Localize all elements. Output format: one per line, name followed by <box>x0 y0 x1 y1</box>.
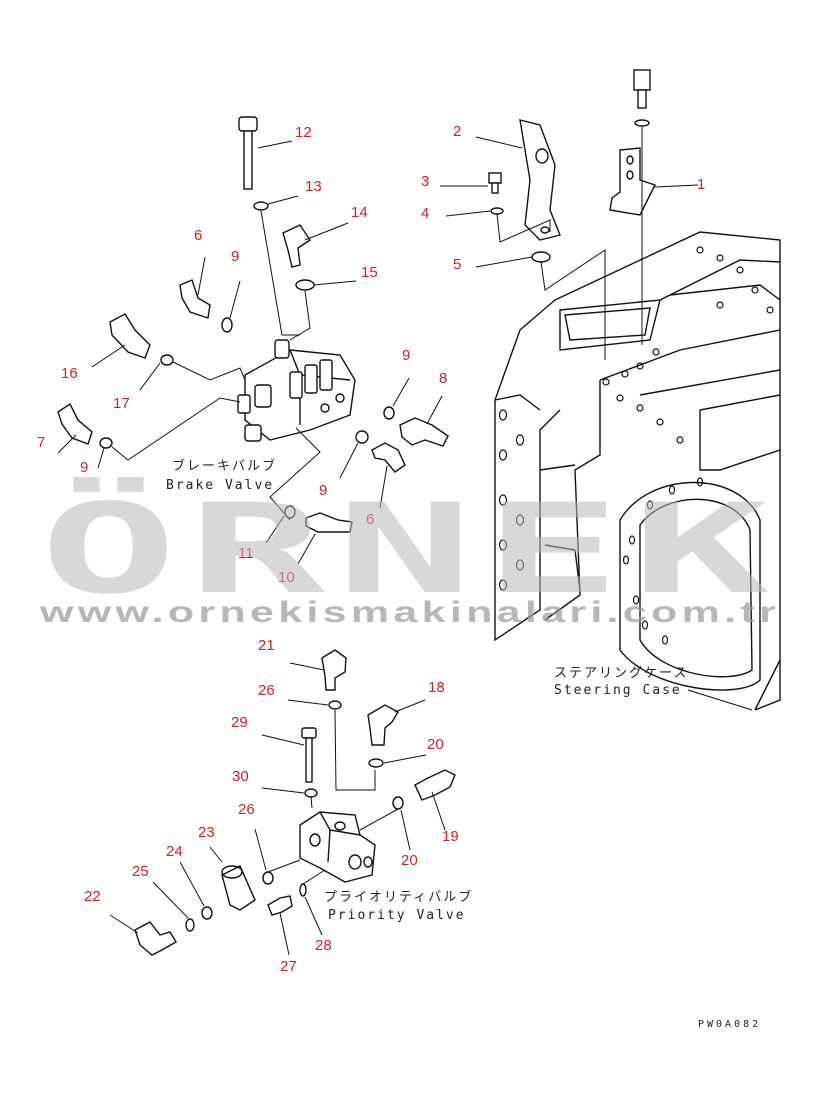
callout-2: 2 <box>453 123 461 140</box>
callout-9-left: 9 <box>80 459 88 476</box>
callout-28: 28 <box>315 937 332 954</box>
callout-3: 3 <box>421 173 429 190</box>
callout-5: 5 <box>453 256 461 273</box>
callout-10: 10 <box>278 569 295 586</box>
callout-16: 16 <box>61 365 78 382</box>
callout-25: 25 <box>132 863 149 880</box>
callout-29: 29 <box>231 714 248 731</box>
steering-case-label-jp: ステアリングケース <box>554 666 688 681</box>
callout-27: 27 <box>280 958 297 975</box>
callout-9-top: 9 <box>231 248 239 265</box>
callout-19: 19 <box>442 828 459 845</box>
callout-20-top: 20 <box>427 736 444 753</box>
priority-valve <box>134 649 456 956</box>
callout-12: 12 <box>295 124 312 141</box>
callout-1: 1 <box>697 176 705 193</box>
assembly-labels: ブレーキバルブ Brake Valve ステアリングケース Steering C… <box>166 458 761 1030</box>
callout-7: 7 <box>37 434 45 451</box>
callout-4: 4 <box>421 205 429 222</box>
callout-15: 15 <box>361 264 378 281</box>
callout-9-right: 9 <box>402 347 410 364</box>
callout-22: 22 <box>84 888 101 905</box>
callout-17: 17 <box>113 395 130 412</box>
steering-case-label-en: Steering Case <box>554 683 682 698</box>
watermark-brand: ÖRNEK <box>40 476 780 622</box>
callout-20-bottom: 20 <box>401 852 418 869</box>
callout-26-bottom: 26 <box>238 801 255 818</box>
part-callouts: 1 2 3 4 5 12 13 14 15 6 9 16 17 7 9 9 8 … <box>37 123 705 975</box>
brake-valve <box>57 116 449 533</box>
callout-21: 21 <box>258 637 275 654</box>
callout-26-top: 26 <box>258 682 275 699</box>
priority-valve-label-en: Priority Valve <box>328 908 466 923</box>
callout-8: 8 <box>439 370 447 387</box>
callout-23: 23 <box>198 824 215 841</box>
priority-valve-label-jp: プライオリティバルブ <box>324 889 473 905</box>
callout-6-left: 6 <box>194 227 202 244</box>
brake-valve-label-en: Brake Valve <box>166 478 274 493</box>
leader-lines <box>57 127 753 956</box>
callout-18: 18 <box>428 679 445 696</box>
watermark-url: www.ornekismakinalari.com.tr <box>39 596 780 629</box>
steering-case <box>494 231 781 711</box>
callout-9-bottom: 9 <box>319 482 327 499</box>
callout-13: 13 <box>305 178 322 195</box>
callout-11: 11 <box>238 545 254 562</box>
callout-30: 30 <box>232 768 249 785</box>
callout-6-right: 6 <box>366 511 374 528</box>
drawing-code: PW0A082 <box>698 1019 761 1030</box>
brake-valve-label-jp: ブレーキバルブ <box>172 458 277 474</box>
callout-14: 14 <box>351 204 368 221</box>
callout-24: 24 <box>166 843 183 860</box>
watermark: ÖRNEK www.ornekismakinalari.com.tr <box>39 476 780 629</box>
bracket-assembly <box>488 69 656 263</box>
